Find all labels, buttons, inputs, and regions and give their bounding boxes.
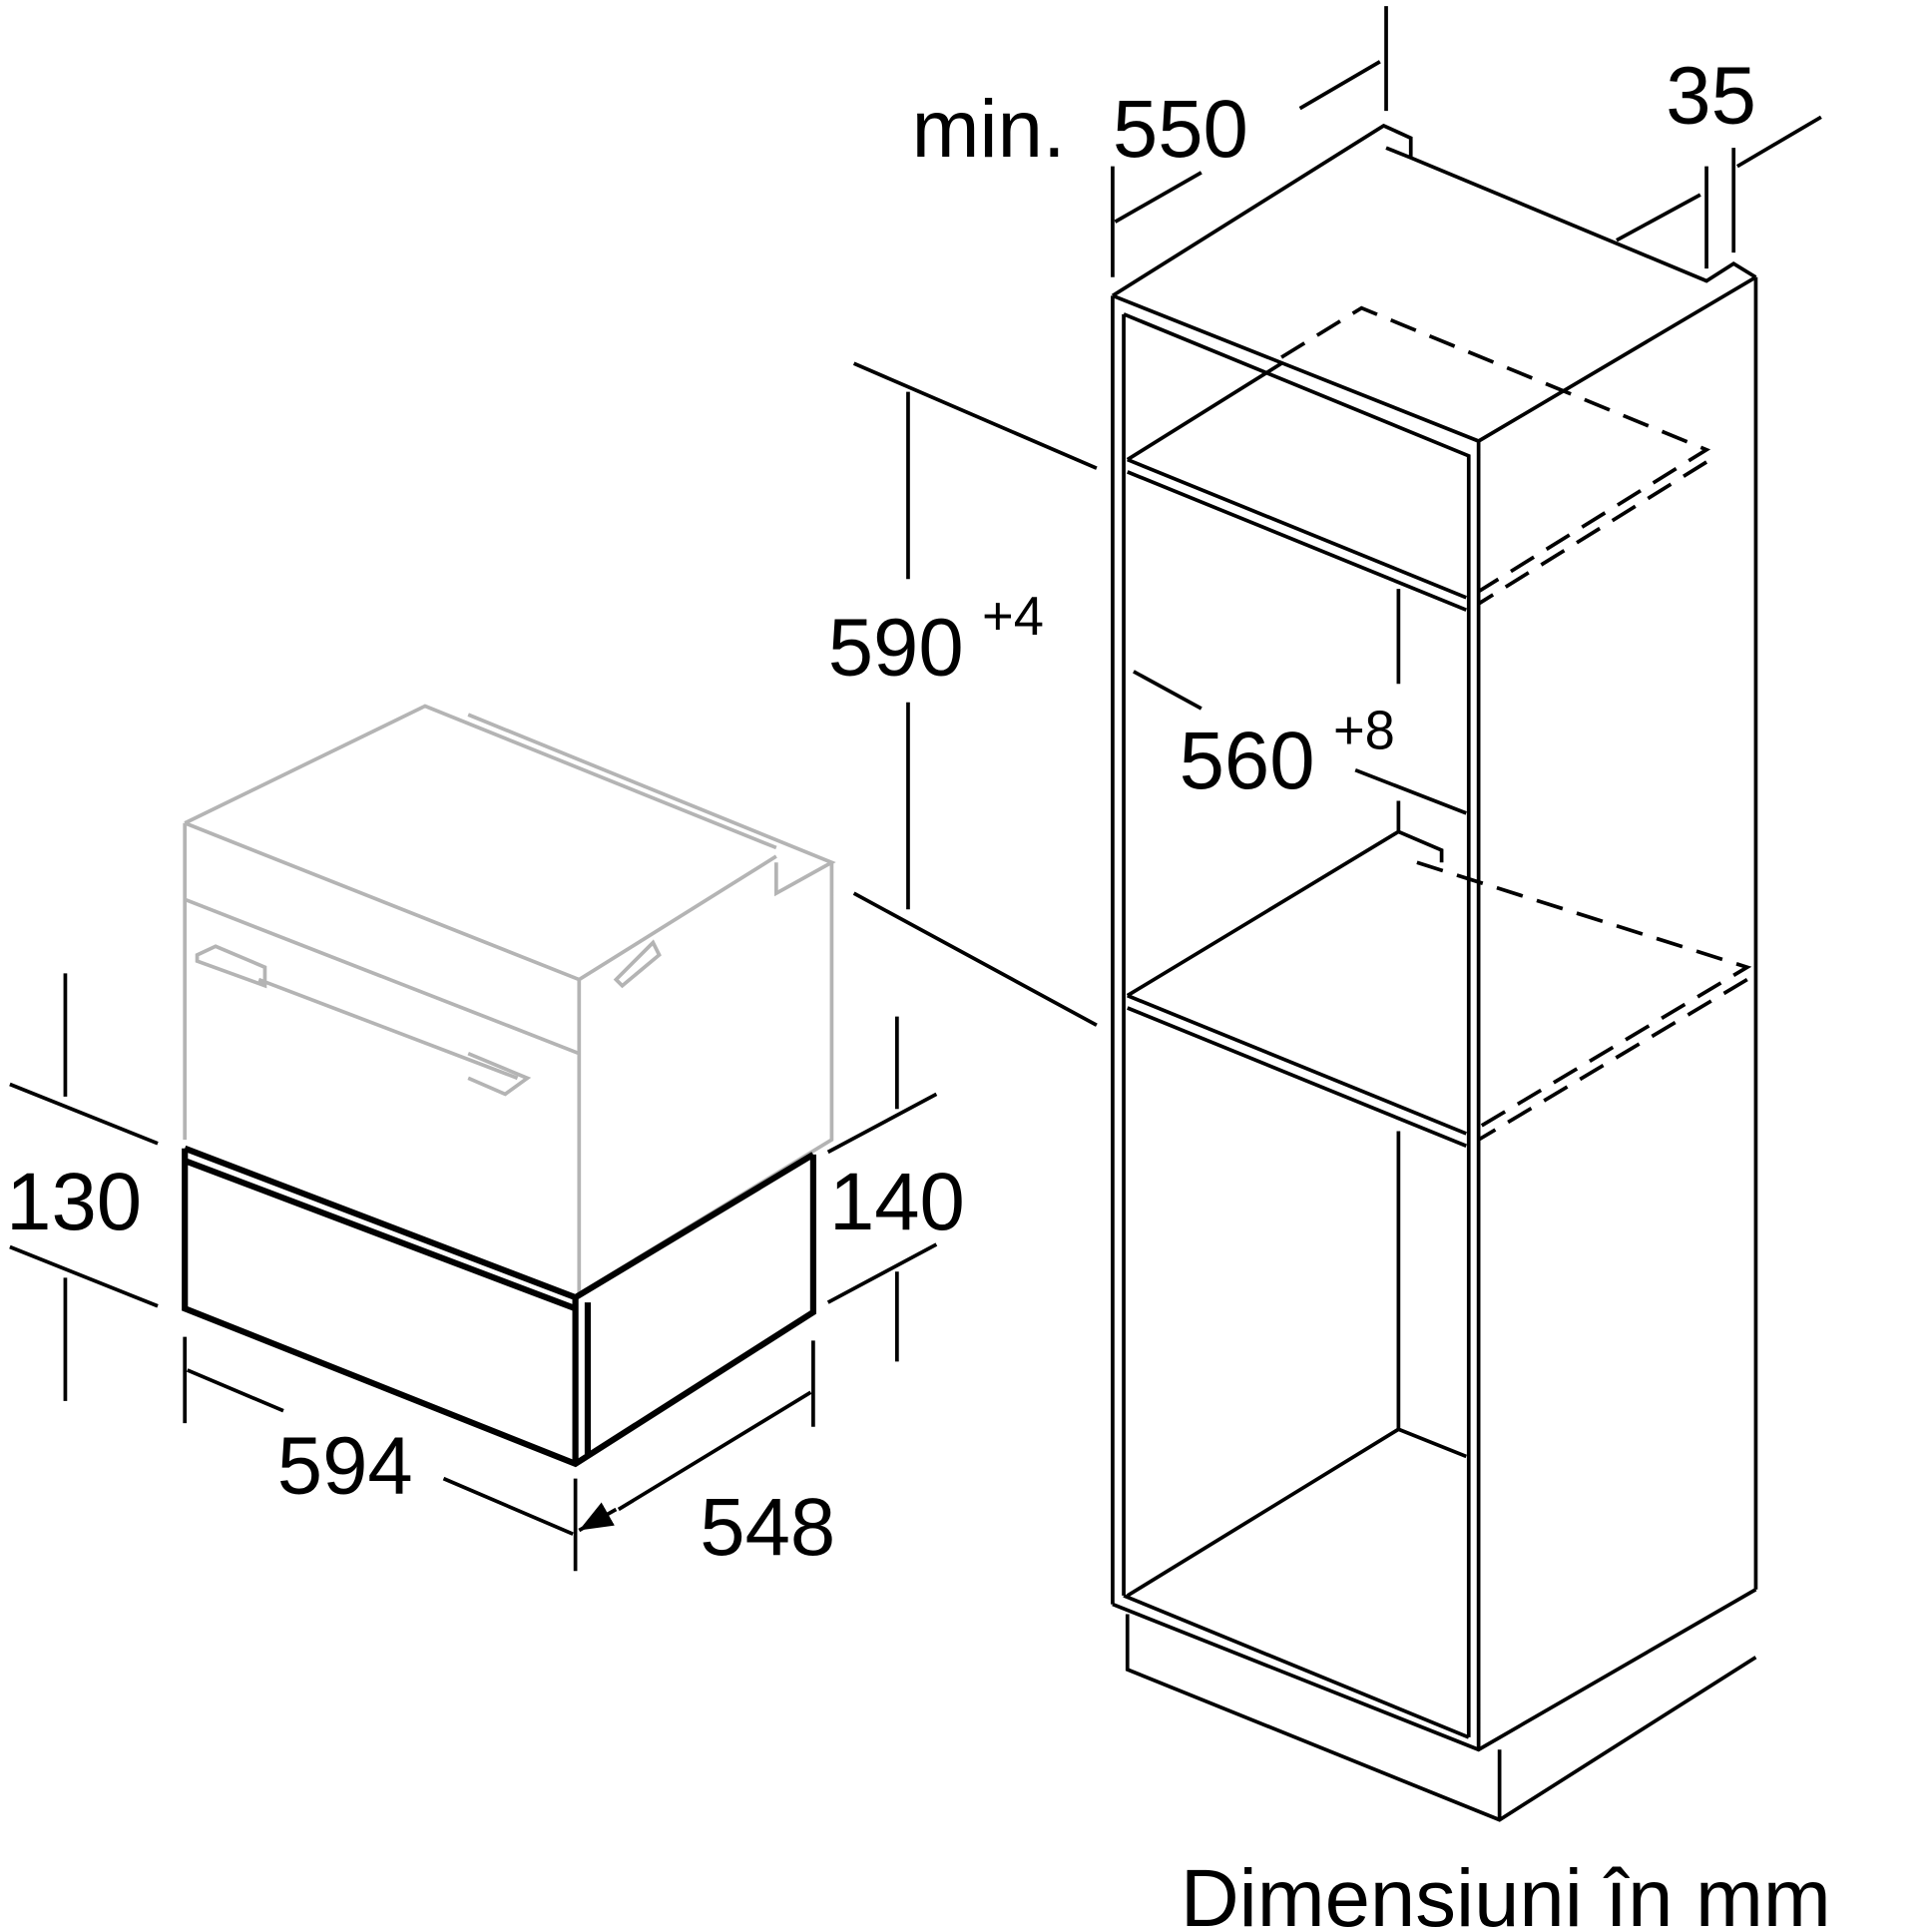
- cabinet-depth-label: 550: [1113, 84, 1248, 175]
- drawer-front-height-label: 130: [6, 1157, 142, 1247]
- drawer-depth-label: 548: [700, 1482, 835, 1573]
- drawer-width-label: 594: [277, 1420, 413, 1511]
- drawer-side-height-label: 140: [829, 1157, 965, 1247]
- niche-height-tolerance: +4: [982, 586, 1044, 647]
- warming-drawer-outline: [182, 1145, 816, 1468]
- niche-width-label: 560: [1180, 716, 1315, 806]
- dimension-lines: [9, 6, 1822, 1572]
- niche-width-tolerance: +8: [1333, 701, 1395, 761]
- cabinet-depth-prefix: min.: [912, 84, 1066, 175]
- niche-height-label: 590: [828, 603, 964, 694]
- oven-appliance-outline: [183, 704, 836, 1296]
- tall-cabinet-outline: [1111, 123, 1758, 1822]
- units-caption: Dimensiuni în mm: [1181, 1853, 1831, 1932]
- panel-thickness-label: 35: [1666, 50, 1756, 141]
